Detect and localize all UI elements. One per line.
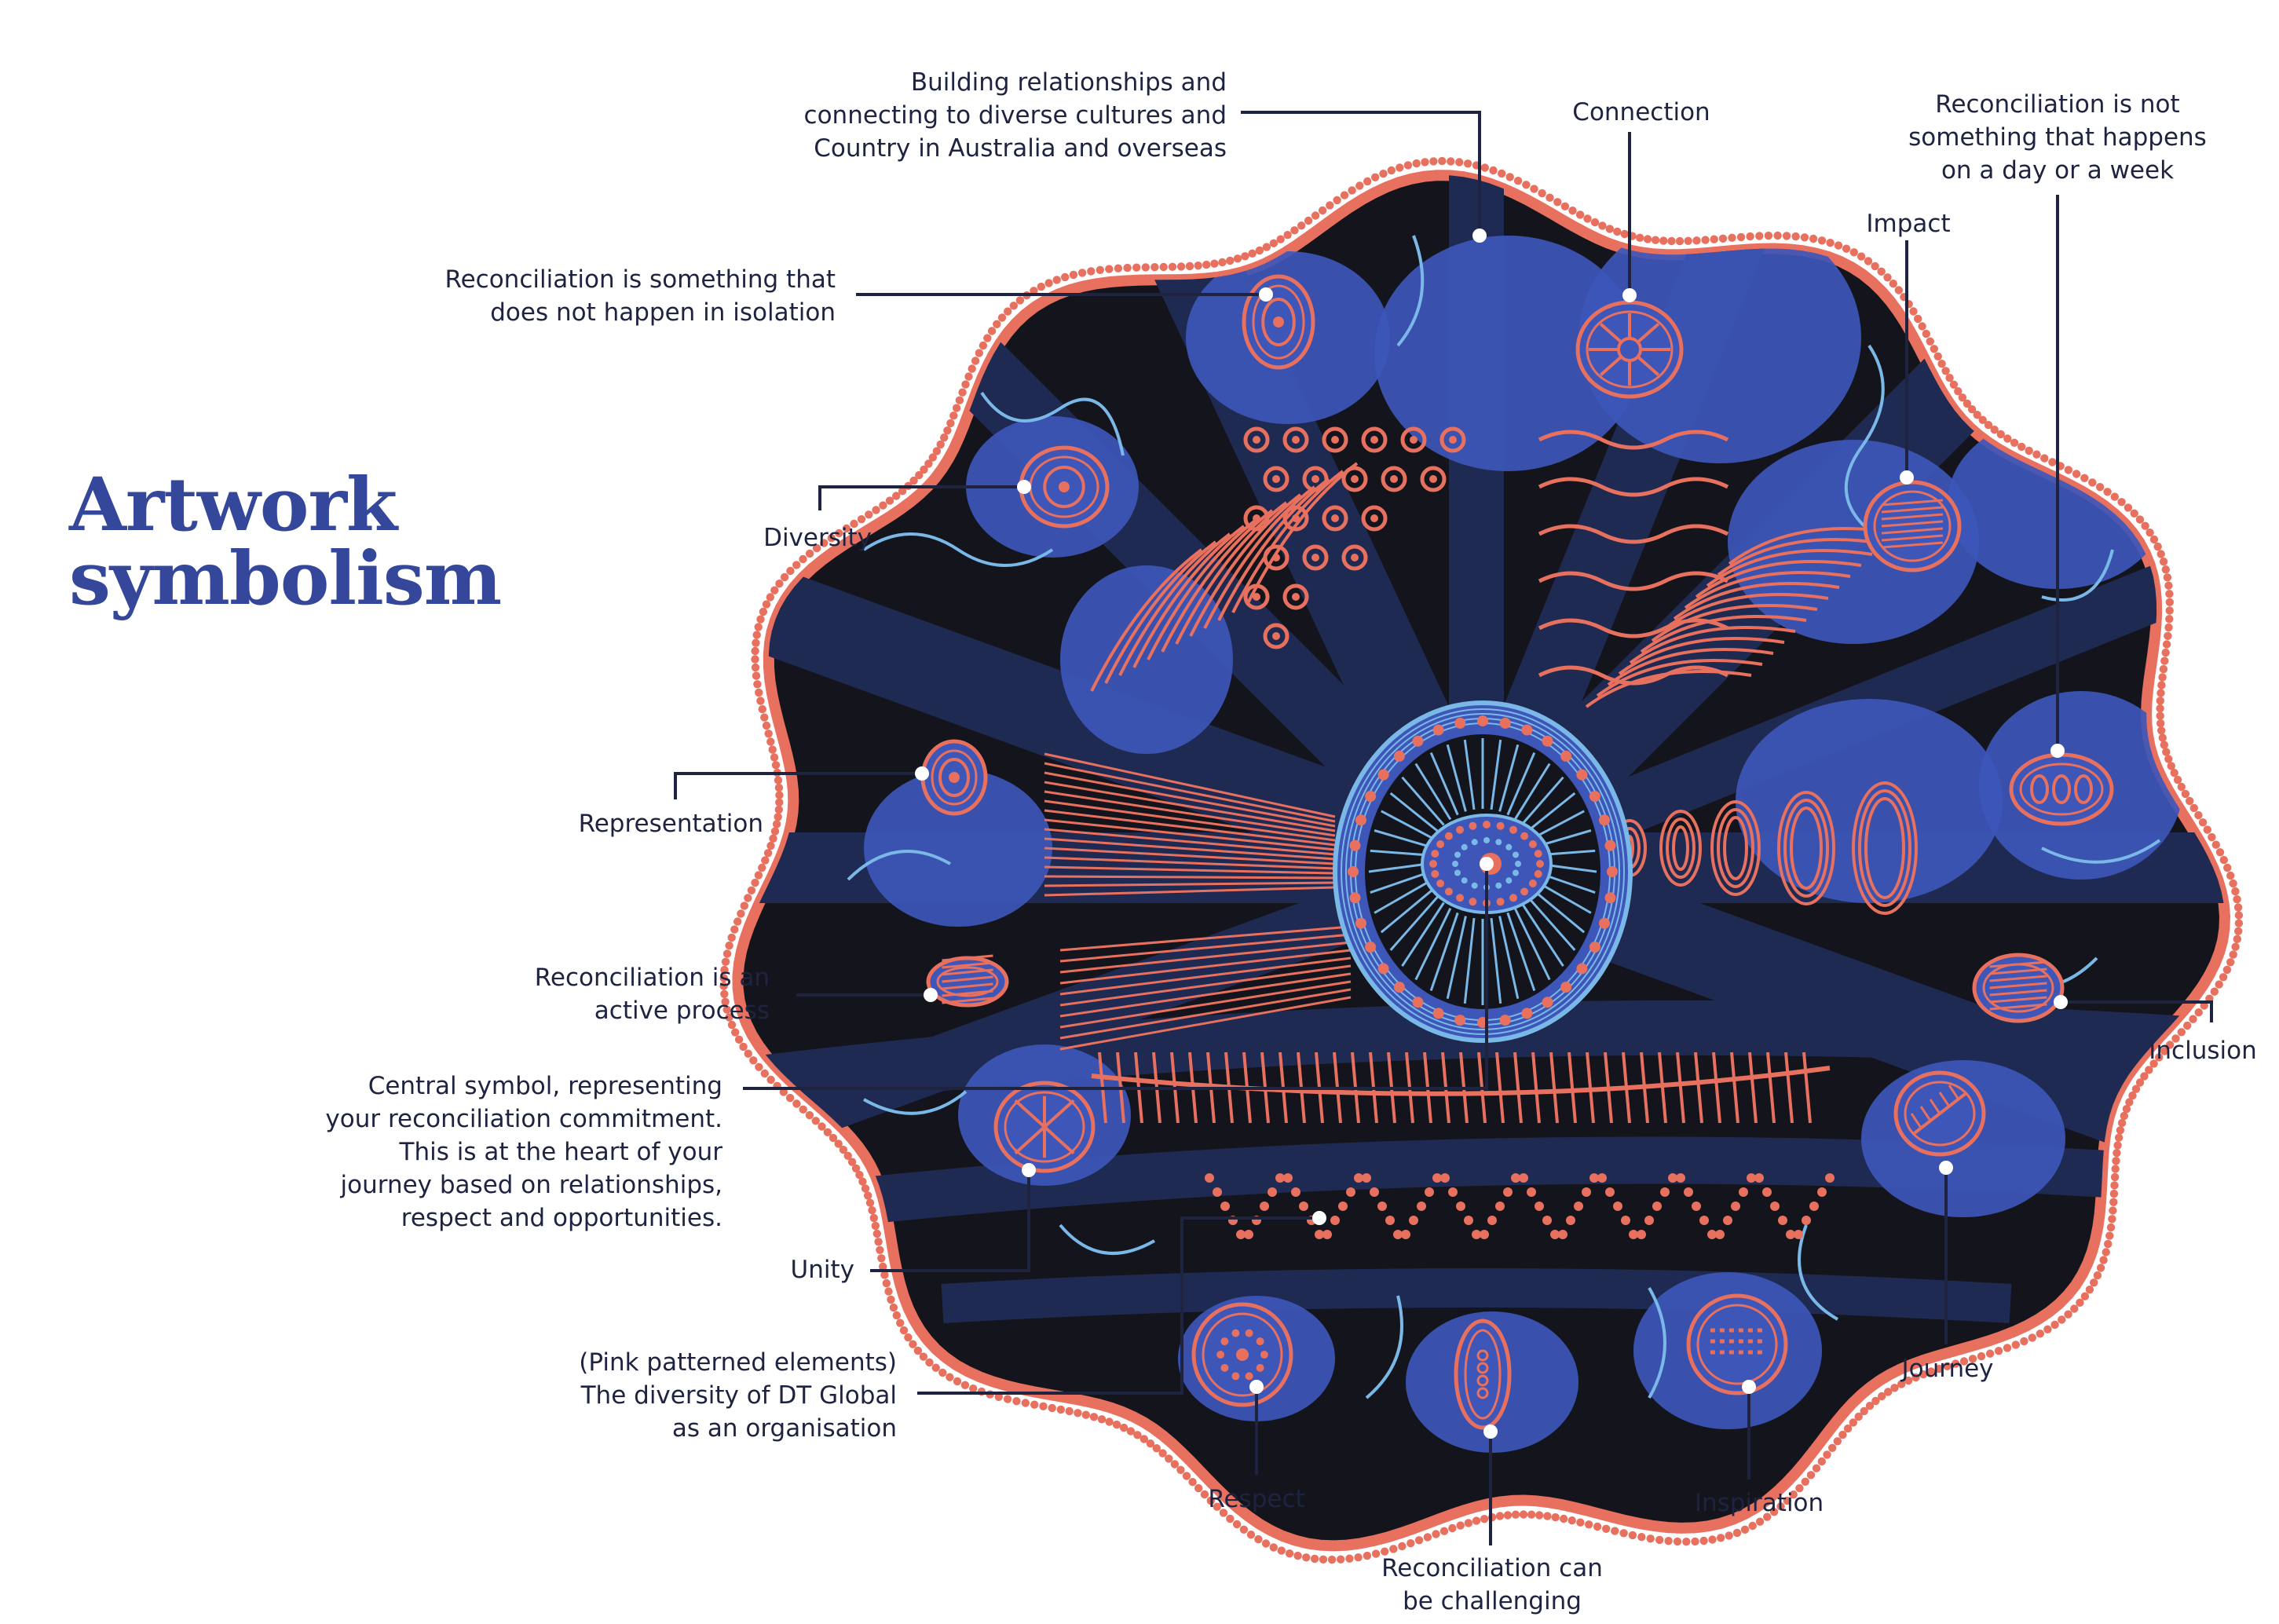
leader-representation bbox=[674, 772, 922, 799]
symbol-unity-icon bbox=[993, 1081, 1096, 1173]
label-inclusion: Inclusion bbox=[2149, 1037, 2257, 1065]
leader-representation-dot bbox=[915, 766, 929, 781]
leader-diversity-dot bbox=[1017, 480, 1031, 494]
leader-pink bbox=[917, 1216, 1319, 1395]
leader-active-dot bbox=[924, 988, 938, 1002]
symbol-not-a-day-icon bbox=[2009, 752, 2114, 826]
leader-unity-dot bbox=[1022, 1163, 1036, 1177]
label-representation: Representation bbox=[578, 810, 763, 838]
label-unity: Unity bbox=[790, 1256, 854, 1284]
leader-not-a-day-dot bbox=[2050, 744, 2065, 758]
label-challenging: Reconciliation can be challenging bbox=[1381, 1554, 1603, 1615]
label-central-symbol: Central symbol, representing your reconc… bbox=[325, 1072, 722, 1232]
symbol-journey-icon bbox=[1893, 1070, 1986, 1157]
label-respect: Respect bbox=[1208, 1485, 1305, 1513]
symbol-challenging-icon bbox=[1454, 1319, 1512, 1430]
symbols bbox=[920, 274, 2114, 1430]
outline-dots bbox=[719, 156, 2244, 1564]
leader-diversity bbox=[818, 485, 1024, 510]
leader-challenging-dot bbox=[1483, 1425, 1498, 1439]
label-isolation: Reconciliation is something that does no… bbox=[444, 265, 836, 327]
symbol-inclusion-icon bbox=[1972, 953, 2065, 1023]
leader-connection-dot bbox=[1622, 288, 1637, 302]
leader-central bbox=[743, 864, 1488, 1090]
label-active-process: Reconciliation is an active process bbox=[534, 964, 770, 1025]
leader-lines bbox=[674, 111, 2213, 1545]
leader-building bbox=[1241, 111, 1481, 236]
title-line-1: Artwork bbox=[69, 462, 397, 548]
label-not-a-day-or-week: Reconciliation is not something that hap… bbox=[1908, 90, 2207, 185]
page-title: Artwork symbolism bbox=[69, 462, 502, 622]
leader-building-dot bbox=[1472, 229, 1487, 243]
label-journey: Journey bbox=[1901, 1355, 1994, 1383]
label-connection: Connection bbox=[1572, 98, 1710, 126]
symbol-impact-icon bbox=[1863, 480, 1962, 572]
label-inspiration: Inspiration bbox=[1694, 1489, 1824, 1517]
water-lines bbox=[847, 235, 2161, 1399]
central-symbol bbox=[1333, 700, 1633, 1043]
leader-pink-dot bbox=[1312, 1211, 1326, 1225]
symbol-connection-icon bbox=[1575, 300, 1684, 399]
leader-impact-dot bbox=[1900, 470, 1914, 485]
leader-unity bbox=[870, 1170, 1030, 1272]
pink-patterned-elements bbox=[1044, 426, 1918, 1239]
symbol-representation-icon bbox=[920, 739, 988, 816]
symbol-isolation-icon bbox=[1242, 274, 1315, 370]
label-building-relationships: Building relationships and connecting to… bbox=[803, 68, 1227, 163]
leader-journey-dot bbox=[1939, 1161, 1953, 1175]
leader-inspiration-dot bbox=[1742, 1380, 1756, 1394]
label-diversity: Diversity bbox=[763, 524, 872, 552]
leader-inclusion bbox=[2061, 1000, 2213, 1022]
symbol-respect-icon bbox=[1191, 1302, 1293, 1407]
symbol-active-process-icon bbox=[926, 954, 1009, 1008]
label-impact: Impact bbox=[1866, 210, 1951, 238]
leader-respect-dot bbox=[1249, 1380, 1264, 1394]
label-pink-elements: (Pink patterned elements) The diversity … bbox=[579, 1348, 897, 1443]
symbol-inspiration-icon bbox=[1686, 1293, 1788, 1395]
leader-central-dot bbox=[1480, 857, 1494, 871]
leader-isolation-dot bbox=[1259, 287, 1273, 302]
symbol-diversity-icon bbox=[1019, 445, 1110, 529]
title-line-2: symbolism bbox=[69, 536, 502, 622]
leader-inclusion-dot bbox=[2054, 995, 2068, 1009]
